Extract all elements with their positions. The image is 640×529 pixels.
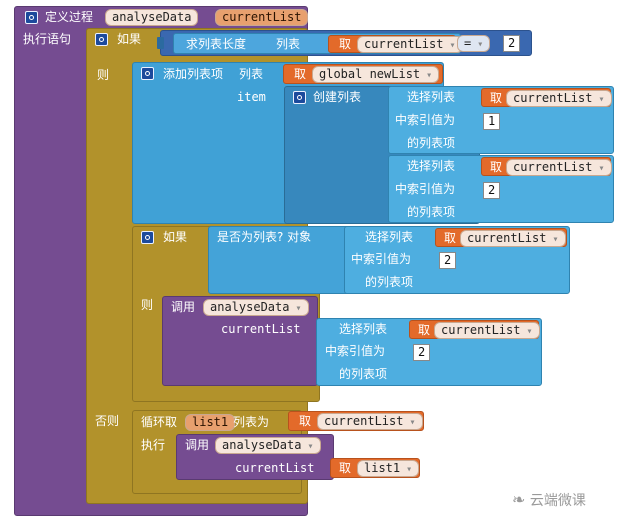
number-field[interactable]: 2 [503,35,521,52]
select-list-item-block[interactable]: 选择列表 取 currentList 中索引值为 2 的列表项 [388,155,614,223]
get-label: 取 [490,160,503,174]
watermark-text: 云端微课 [529,493,586,509]
socket-connector [157,37,164,49]
list-item-label: 的列表项 [365,275,414,289]
gear-icon[interactable] [293,91,306,104]
get-variable-block[interactable]: 取 currentList [328,35,463,53]
operator-dropdown[interactable]: = [457,35,491,52]
gear-icon[interactable] [95,33,108,46]
variable-dropdown[interactable]: global newList [312,66,440,83]
select-list-label: 选择列表 [365,230,414,244]
then-label: 则 [97,68,110,82]
get-label: 取 [339,461,352,475]
get-label: 取 [299,414,312,428]
get-variable-block[interactable]: 取 list1 [330,458,420,478]
variable-dropdown[interactable]: currentList [317,413,423,430]
call-label: 调用 [171,300,196,314]
list-item-label: 的列表项 [407,136,456,150]
get-variable-block[interactable]: 取 currentList [481,157,612,176]
procedure-name-dropdown[interactable]: analyseData [215,437,321,454]
compare-block[interactable]: 求列表长度 列表 取 currentList = 2 [157,30,532,56]
get-variable-block[interactable]: 取 currentList [409,320,540,339]
index-label: 中索引值为 [395,182,456,196]
variable-dropdown[interactable]: currentList [434,322,540,339]
gear-icon[interactable] [141,67,154,80]
variable-dropdown[interactable]: currentList [357,36,463,53]
param-label: currentList [235,461,315,475]
call-label: 调用 [185,438,210,452]
chat-bubble-icon: ❧ [512,490,526,509]
list-label: 列表 [276,37,301,51]
make-list-label: 创建列表 [313,90,362,104]
item-label: item [237,90,266,104]
get-variable-block[interactable]: 取 currentList [435,228,567,247]
select-list-item-block[interactable]: 选择列表 取 currentList 中索引值为 2 的列表项 [316,318,542,386]
procedure-name-dropdown[interactable]: analyseData [203,299,309,316]
index-number-field[interactable]: 2 [439,252,457,269]
list-is-label: 列表为 [233,415,270,429]
select-list-item-block[interactable]: 选择列表 取 currentList 中索引值为 2 的列表项 [344,226,570,294]
add-items-label: 添加列表项 [163,67,224,81]
index-label: 中索引值为 [395,113,456,127]
get-variable-block[interactable]: 取 currentList [288,411,424,431]
procedure-name-field[interactable]: analyseData [105,9,199,26]
list-label: 列表 [239,67,264,81]
list-item-label: 的列表项 [407,205,456,219]
select-list-item-block[interactable]: 选择列表 取 currentList 中索引值为 1 的列表项 [388,86,614,154]
index-label: 中索引值为 [325,344,386,358]
select-list-label: 选择列表 [339,322,388,336]
list-length-block[interactable]: 求列表长度 列表 取 currentList [173,33,463,54]
do-label: 执行 [141,438,166,452]
gear-icon[interactable] [25,11,38,24]
define-procedure-label: 定义过程 [45,10,94,24]
get-variable-block[interactable]: 取 global newList [283,64,443,84]
watermark: ❧ 云端微课 [512,490,586,510]
get-label: 取 [418,323,431,337]
get-variable-block[interactable]: 取 currentList [481,88,612,107]
variable-dropdown[interactable]: currentList [506,159,612,176]
index-number-field[interactable]: 2 [413,344,431,361]
index-label: 中索引值为 [351,252,412,266]
get-label: 取 [339,37,352,51]
do-statement-label: 执行语句 [23,32,72,46]
variable-dropdown[interactable]: currentList [460,230,566,247]
index-number-field[interactable]: 1 [483,113,501,130]
is-list-label: 是否为列表? 对象 [217,230,312,244]
call-procedure-block[interactable]: 调用 analyseData currentList [162,296,318,386]
variable-dropdown[interactable]: currentList [506,90,612,107]
get-label: 取 [444,231,457,245]
gear-icon[interactable] [141,231,154,244]
list-length-label: 求列表长度 [186,37,247,51]
loop-variable-field[interactable]: list1 [185,414,236,431]
param-label: currentList [221,322,301,336]
call-procedure-block[interactable]: 调用 analyseData currentList [176,434,334,480]
procedure-param-field[interactable]: currentList [215,9,309,26]
for-each-label: 循环取 [141,415,178,429]
get-label: 取 [294,67,307,81]
if-label: 如果 [163,230,188,244]
else-label: 否则 [95,414,120,428]
index-number-field[interactable]: 2 [483,182,501,199]
get-label: 取 [490,91,503,105]
list-item-label: 的列表项 [339,367,388,381]
variable-dropdown[interactable]: list1 [357,460,420,477]
if-label: 如果 [117,32,142,46]
then-label: 则 [141,298,154,312]
select-list-label: 选择列表 [407,159,456,173]
select-list-label: 选择列表 [407,90,456,104]
